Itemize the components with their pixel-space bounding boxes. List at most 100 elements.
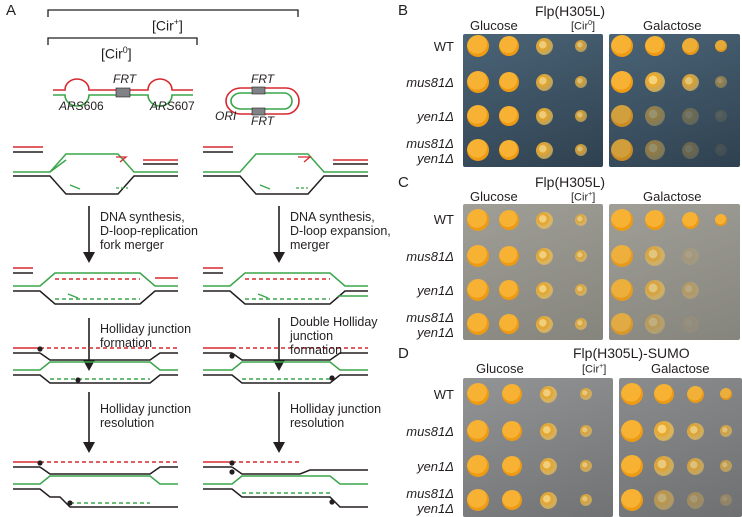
colony-spot-b-glucose bbox=[575, 76, 587, 88]
panel-c-strain-yen1: yen1Δ bbox=[417, 283, 454, 298]
panel-b-galactose-label: Galactose bbox=[643, 18, 702, 33]
colony-spot-c-galactose bbox=[611, 209, 633, 231]
panel-d-cir-label: [Cir+] bbox=[582, 363, 607, 376]
colony-spot-b-glucose bbox=[499, 140, 519, 160]
linear-construct bbox=[53, 78, 193, 107]
panel-c-galactose-label: Galactose bbox=[643, 189, 702, 204]
colony-spot-d-galactose bbox=[720, 388, 732, 400]
colony-spot-d-galactose bbox=[686, 422, 704, 440]
colony-spot-c-glucose bbox=[535, 211, 553, 229]
panel-b-glucose-label: Glucose bbox=[470, 18, 518, 33]
panel-label-a: A bbox=[6, 2, 17, 19]
colony-spot-d-glucose bbox=[580, 388, 592, 400]
panel-d-title: Flp(H305L)-SUMO bbox=[573, 345, 690, 361]
colony-spot-b-galactose bbox=[645, 140, 665, 160]
colony-spot-c-galactose bbox=[645, 210, 665, 230]
panel-label-d: D bbox=[398, 345, 409, 362]
ori-label: ORI bbox=[215, 109, 237, 123]
colony-spot-d-galactose bbox=[654, 456, 674, 476]
panel-c-cir-label: [Cir+] bbox=[571, 191, 596, 204]
colony-spot-d-galactose bbox=[621, 455, 643, 477]
panel-d-strain-yen1: yen1Δ bbox=[417, 459, 454, 474]
colony-spot-d-glucose bbox=[467, 455, 489, 477]
cir-zero-bracket bbox=[47, 37, 198, 45]
colony-spot-d-galactose bbox=[686, 457, 704, 475]
colony-spot-d-galactose bbox=[621, 383, 643, 405]
colony-spot-d-glucose bbox=[580, 494, 592, 506]
colony-spot-c-glucose bbox=[535, 315, 553, 333]
colony-spot-c-galactose bbox=[645, 314, 665, 334]
left-structure-1 bbox=[13, 146, 178, 195]
panel-d-galactose-label: Galactose bbox=[651, 361, 710, 376]
colony-spot-d-glucose bbox=[580, 425, 592, 437]
colony-spot-b-glucose bbox=[467, 139, 489, 161]
left-structure-2 bbox=[13, 267, 178, 305]
colony-spot-d-glucose bbox=[580, 460, 592, 472]
colony-spot-d-glucose bbox=[467, 383, 489, 405]
panel-b-strain-mus81: mus81Δ bbox=[406, 75, 454, 90]
colony-spot-c-glucose bbox=[499, 280, 519, 300]
colony-spot-c-galactose bbox=[611, 313, 633, 335]
colony-spot-d-glucose bbox=[502, 421, 522, 441]
colony-spot-b-galactose bbox=[645, 36, 665, 56]
colony-spot-d-glucose bbox=[467, 489, 489, 511]
panel-c-title: Flp(H305L) bbox=[535, 174, 606, 190]
left-structure-4 bbox=[13, 460, 178, 508]
colony-spot-b-galactose bbox=[681, 107, 699, 125]
frt-label-top: FRT bbox=[251, 72, 275, 86]
colony-spot-b-galactose bbox=[645, 72, 665, 92]
colony-spot-d-glucose bbox=[502, 384, 522, 404]
frt-label-bottom: FRT bbox=[251, 114, 275, 128]
colony-spot-c-glucose bbox=[467, 313, 489, 335]
colony-spot-c-glucose bbox=[467, 279, 489, 301]
cir-zero-label: [Cir0] bbox=[101, 45, 132, 62]
panel-d-strain-wt: WT bbox=[433, 387, 454, 402]
colony-spot-b-glucose bbox=[467, 105, 489, 127]
colony-spot-b-glucose bbox=[575, 110, 587, 122]
right-step-1-text: DNA synthesis,D-loop expansion,merger bbox=[290, 210, 391, 252]
colony-spot-c-galactose bbox=[645, 280, 665, 300]
colony-spot-c-galactose bbox=[715, 214, 727, 226]
panel-c-strain-wt: WT bbox=[433, 212, 454, 227]
colony-spot-b-glucose bbox=[535, 107, 553, 125]
colony-spot-d-galactose bbox=[720, 425, 732, 437]
colony-spot-d-galactose bbox=[686, 385, 704, 403]
colony-spot-b-galactose bbox=[715, 110, 727, 122]
panel-b-strain-wt: WT bbox=[433, 39, 454, 54]
panel-d-glucose-plate bbox=[463, 378, 613, 517]
colony-spot-c-galactose bbox=[681, 281, 699, 299]
colony-spot-b-galactose bbox=[715, 40, 727, 52]
colony-spot-d-glucose bbox=[502, 456, 522, 476]
colony-spot-d-galactose bbox=[621, 420, 643, 442]
colony-spot-c-glucose bbox=[575, 284, 587, 296]
panel-d-strain-mus81: mus81Δ bbox=[406, 424, 454, 439]
colony-spot-b-glucose bbox=[535, 73, 553, 91]
panel-b-title: Flp(H305L) bbox=[535, 3, 606, 19]
colony-spot-c-glucose bbox=[575, 318, 587, 330]
panel-b-cir-label: [Cir0] bbox=[571, 20, 596, 33]
right-structure-4 bbox=[203, 460, 368, 508]
colony-spot-c-galactose bbox=[681, 211, 699, 229]
colony-spot-d-galactose bbox=[654, 384, 674, 404]
colony-spot-d-galactose bbox=[686, 491, 704, 509]
colony-spot-c-glucose bbox=[575, 214, 587, 226]
colony-spot-c-glucose bbox=[535, 281, 553, 299]
colony-spot-d-glucose bbox=[539, 422, 557, 440]
colony-spot-c-galactose bbox=[611, 245, 633, 267]
colony-spot-b-galactose bbox=[611, 35, 633, 57]
colony-spot-b-glucose bbox=[499, 72, 519, 92]
panel-c-glucose-label: Glucose bbox=[470, 189, 518, 204]
colony-spot-b-galactose bbox=[715, 144, 727, 156]
left-structure-3 bbox=[13, 346, 178, 384]
colony-spot-c-galactose bbox=[645, 246, 665, 266]
colony-spot-c-galactose bbox=[611, 279, 633, 301]
panel-c-strain-mus81: mus81Δ bbox=[406, 249, 454, 264]
colony-spot-d-galactose bbox=[720, 460, 732, 472]
colony-spot-d-galactose bbox=[720, 494, 732, 506]
colony-spot-b-glucose bbox=[535, 141, 553, 159]
